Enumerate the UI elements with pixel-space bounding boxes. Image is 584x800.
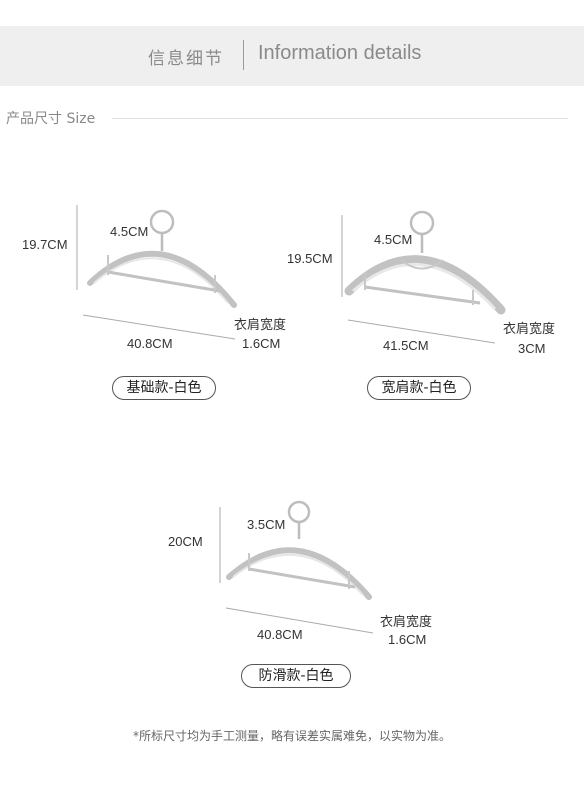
hanger-antislip-name-badge: 防滑款-白色: [241, 664, 351, 688]
hanger-antislip-shoulder-label: 衣肩宽度: [380, 615, 433, 630]
hanger-basic-width: 40.8CM: [127, 336, 173, 351]
hanger-wide-hook: 4.5CM: [374, 232, 413, 247]
section-divider: [112, 118, 568, 119]
hanger-basic-height: 19.7CM: [22, 237, 68, 252]
hanger-wide-height: 19.5CM: [287, 251, 333, 266]
info-header: 信息细节 Information details: [0, 26, 584, 86]
hanger-wide-image: [341, 210, 506, 344]
hanger-basic-shoulder-label: 衣肩宽度: [234, 318, 287, 333]
section-title: 产品尺寸 Size: [6, 111, 96, 127]
hanger-antislip-shoulder-value: 1.6CM: [388, 632, 427, 647]
hanger-antislip-width: 40.8CM: [257, 627, 303, 642]
hanger-wide-width: 41.5CM: [383, 338, 429, 353]
header-divider: [243, 40, 244, 70]
hanger-wide-shoulder-label: 衣肩宽度: [503, 322, 556, 337]
hanger-basic-image: [76, 205, 237, 340]
hanger-antislip-hook: 3.5CM: [247, 517, 286, 532]
hanger-wide-name-badge: 宽肩款-白色: [367, 376, 471, 400]
header-title-cn: 信息细节: [148, 49, 224, 69]
hanger-wide-shoulder-value: 3CM: [518, 341, 546, 356]
hanger-antislip-image: [219, 500, 374, 634]
header-title-en: Information details: [258, 42, 422, 64]
hanger-basic-shoulder-value: 1.6CM: [242, 336, 281, 351]
hanger-basic-name-badge: 基础款-白色: [112, 376, 216, 400]
hanger-antislip-height: 20CM: [168, 534, 203, 549]
hanger-basic-hook: 4.5CM: [110, 224, 149, 239]
measurement-footnote: *所标尺寸均为手工测量，略有误差实属难免，以实物为准。: [132, 729, 451, 743]
